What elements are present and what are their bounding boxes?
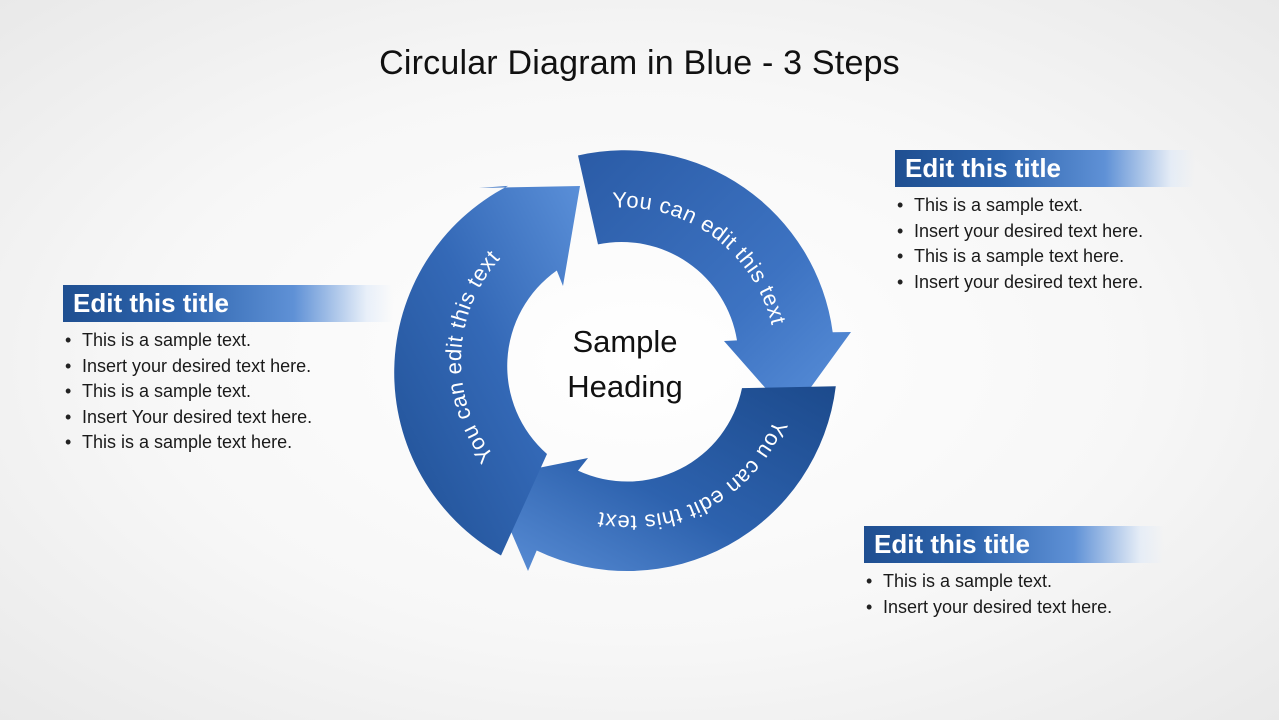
bullet-item[interactable]: This is a sample text.	[63, 328, 393, 354]
cycle-arrow-top	[578, 150, 851, 416]
callout-top-right-bullets: This is a sample text. Insert your desir…	[895, 193, 1195, 295]
bullet-item[interactable]: Insert your desired text here.	[895, 270, 1195, 296]
bullet-item[interactable]: Insert your desired text here.	[895, 219, 1195, 245]
bullet-item[interactable]: This is a sample text.	[895, 193, 1195, 219]
bullet-item[interactable]: Insert your desired text here.	[864, 595, 1164, 621]
bullet-item[interactable]: This is a sample text here.	[895, 244, 1195, 270]
bullet-item[interactable]: Insert your desired text here.	[63, 354, 393, 380]
callout-left-title[interactable]: Edit this title	[63, 285, 393, 322]
callout-bottom-right-title[interactable]: Edit this title	[864, 526, 1164, 563]
bullet-item[interactable]: This is a sample text.	[63, 379, 393, 405]
center-heading-line-2: Heading	[567, 369, 682, 404]
slide-title: Circular Diagram in Blue - 3 Steps	[379, 44, 900, 82]
callout-left: Edit this title This is a sample text. I…	[63, 285, 393, 456]
callout-left-bullets: This is a sample text. Insert your desir…	[63, 328, 393, 456]
cycle-arrow-bottom	[488, 386, 836, 572]
callout-top-right: Edit this title This is a sample text. I…	[895, 150, 1195, 295]
bullet-item[interactable]: Insert Your desired text here.	[63, 405, 393, 431]
callout-bottom-right: Edit this title This is a sample text. I…	[864, 526, 1164, 620]
center-heading-line-1: Sample	[572, 324, 677, 359]
circular-cycle-diagram: You can edit this text You can edit this…	[394, 150, 851, 572]
bullet-item[interactable]: This is a sample text.	[864, 569, 1164, 595]
cycle-arrow-left	[394, 185, 580, 556]
bullet-item[interactable]: This is a sample text here.	[63, 430, 393, 456]
callout-bottom-right-bullets: This is a sample text. Insert your desir…	[864, 569, 1164, 620]
callout-top-right-title[interactable]: Edit this title	[895, 150, 1195, 187]
